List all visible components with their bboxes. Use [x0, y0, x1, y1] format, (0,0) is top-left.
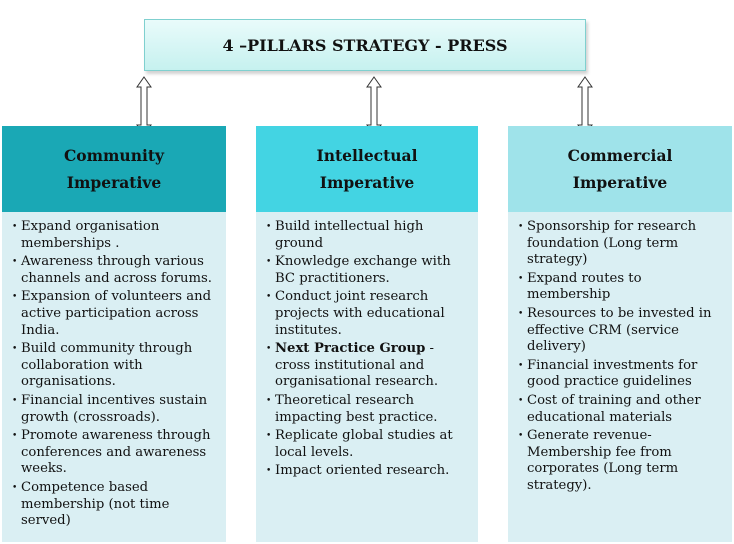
bullet-icon: •: [12, 292, 18, 303]
pillar-heading-line1: Community: [63, 146, 165, 165]
list-item: •Competence based membership (not time s…: [12, 480, 220, 530]
bullet-icon: •: [266, 431, 272, 442]
bullet-icon: •: [518, 360, 524, 371]
pillar-intellectual: Intellectual Imperative •Build intellect…: [256, 126, 478, 542]
item-text: - cross institutional and organisational…: [275, 341, 439, 390]
item-text: Competence based membership (not time se…: [21, 479, 170, 529]
diagram-title: 4 –PILLARS STRATEGY - PRESS: [144, 19, 586, 71]
item-text: Replicate global studies at local levels…: [275, 428, 453, 460]
item-text: Financial investments for good practice …: [527, 357, 698, 390]
bullet-icon: •: [12, 257, 18, 268]
list-item: •Expansion of volunteers and active part…: [12, 289, 220, 339]
list-item: •Sponsorship for research foundation (Lo…: [518, 219, 726, 269]
item-text: Build intellectual high ground: [275, 219, 424, 251]
item-text: Impact oriented research.: [275, 463, 450, 479]
pillar-commercial: Commercial Imperative •Sponsorship for r…: [508, 126, 732, 542]
list-item: •Replicate global studies at local level…: [266, 428, 472, 461]
item-text: Awareness through various channels and a…: [21, 254, 212, 286]
bullet-icon: •: [266, 344, 272, 355]
item-text: Generate revenue- Membership fee from co…: [527, 428, 679, 493]
list-item: •Resources to be invested in effective C…: [518, 306, 726, 356]
item-text: Cost of training and other educational m…: [527, 392, 701, 425]
pillar-body: •Build intellectual high ground•Knowledg…: [256, 212, 478, 542]
item-text: Resources to be invested in effective CR…: [527, 305, 712, 355]
bullet-icon: •: [518, 431, 524, 442]
pillar-heading-line1: Commercial: [567, 146, 673, 165]
list-item: •Generate revenue- Membership fee from c…: [518, 428, 726, 494]
pillar-header: Intellectual Imperative: [256, 126, 478, 212]
bullet-icon: •: [12, 482, 18, 493]
bullet-icon: •: [266, 257, 272, 268]
pillar-item-list: •Sponsorship for research foundation (Lo…: [518, 219, 726, 495]
bullet-icon: •: [518, 308, 524, 319]
list-item: •Promote awareness through conferences a…: [12, 428, 220, 478]
pillar-item-list: •Expand organisation memberships .•Aware…: [12, 219, 220, 530]
pillar-heading-line2: Imperative: [572, 173, 668, 192]
bullet-icon: •: [12, 344, 18, 355]
bullet-icon: •: [518, 222, 524, 232]
item-text: Expansion of volunteers and active parti…: [21, 289, 212, 338]
bullet-icon: •: [12, 395, 18, 406]
bullet-icon: •: [266, 395, 272, 406]
item-bold-text: Next Practice Group: [275, 341, 426, 357]
bullet-icon: •: [12, 431, 18, 442]
list-item: •Financial incentives sustain growth (cr…: [12, 393, 220, 426]
pillar-header: Commercial Imperative: [508, 126, 732, 212]
list-item: •Build intellectual high ground: [266, 219, 472, 252]
item-text: Expand routes to membership: [527, 270, 642, 303]
item-text: Knowledge exchange with BC practitioners…: [275, 254, 451, 286]
list-item: •Expand organisation memberships .: [12, 219, 220, 252]
pillar-body: •Expand organisation memberships .•Aware…: [2, 212, 226, 542]
list-item: •Knowledge exchange with BC practitioner…: [266, 254, 472, 287]
pillar-heading-line2: Imperative: [319, 173, 415, 192]
bullet-icon: •: [266, 222, 272, 232]
pillar-heading-line1: Intellectual: [316, 146, 418, 165]
item-text: Theoretical research impacting best prac…: [275, 392, 438, 425]
item-text: Sponsorship for research foundation (Lon…: [527, 219, 697, 268]
pillar-item-list: •Build intellectual high ground•Knowledg…: [266, 219, 472, 480]
bullet-icon: •: [12, 222, 18, 232]
item-text: Build community through collaboration wi…: [21, 341, 193, 390]
bullet-icon: •: [266, 466, 272, 477]
list-item: •Conduct joint research projects with ed…: [266, 289, 472, 339]
bullet-icon: •: [266, 292, 272, 303]
list-item: •Cost of training and other educational …: [518, 393, 726, 426]
item-text: Promote awareness through conferences an…: [21, 428, 211, 477]
item-text: Financial incentives sustain growth (cro…: [21, 392, 208, 425]
pillar-header: Community Imperative: [2, 126, 226, 212]
list-item: •Impact oriented research.: [266, 463, 472, 480]
list-item: •Financial investments for good practice…: [518, 358, 726, 391]
pillar-community: Community Imperative •Expand organisatio…: [2, 126, 226, 542]
list-item: •Expand routes to membership: [518, 271, 726, 304]
bullet-icon: •: [518, 395, 524, 406]
pillar-heading-line2: Imperative: [66, 173, 162, 192]
pillar-body: •Sponsorship for research foundation (Lo…: [508, 212, 732, 542]
item-text: Conduct joint research projects with edu…: [275, 289, 445, 338]
list-item: •Awareness through various channels and …: [12, 254, 220, 287]
list-item: •Next Practice Group - cross institution…: [266, 341, 472, 391]
item-text: Expand organisation memberships .: [21, 219, 160, 251]
bullet-icon: •: [518, 273, 524, 284]
list-item: •Build community through collaboration w…: [12, 341, 220, 391]
list-item: •Theoretical research impacting best pra…: [266, 393, 472, 426]
